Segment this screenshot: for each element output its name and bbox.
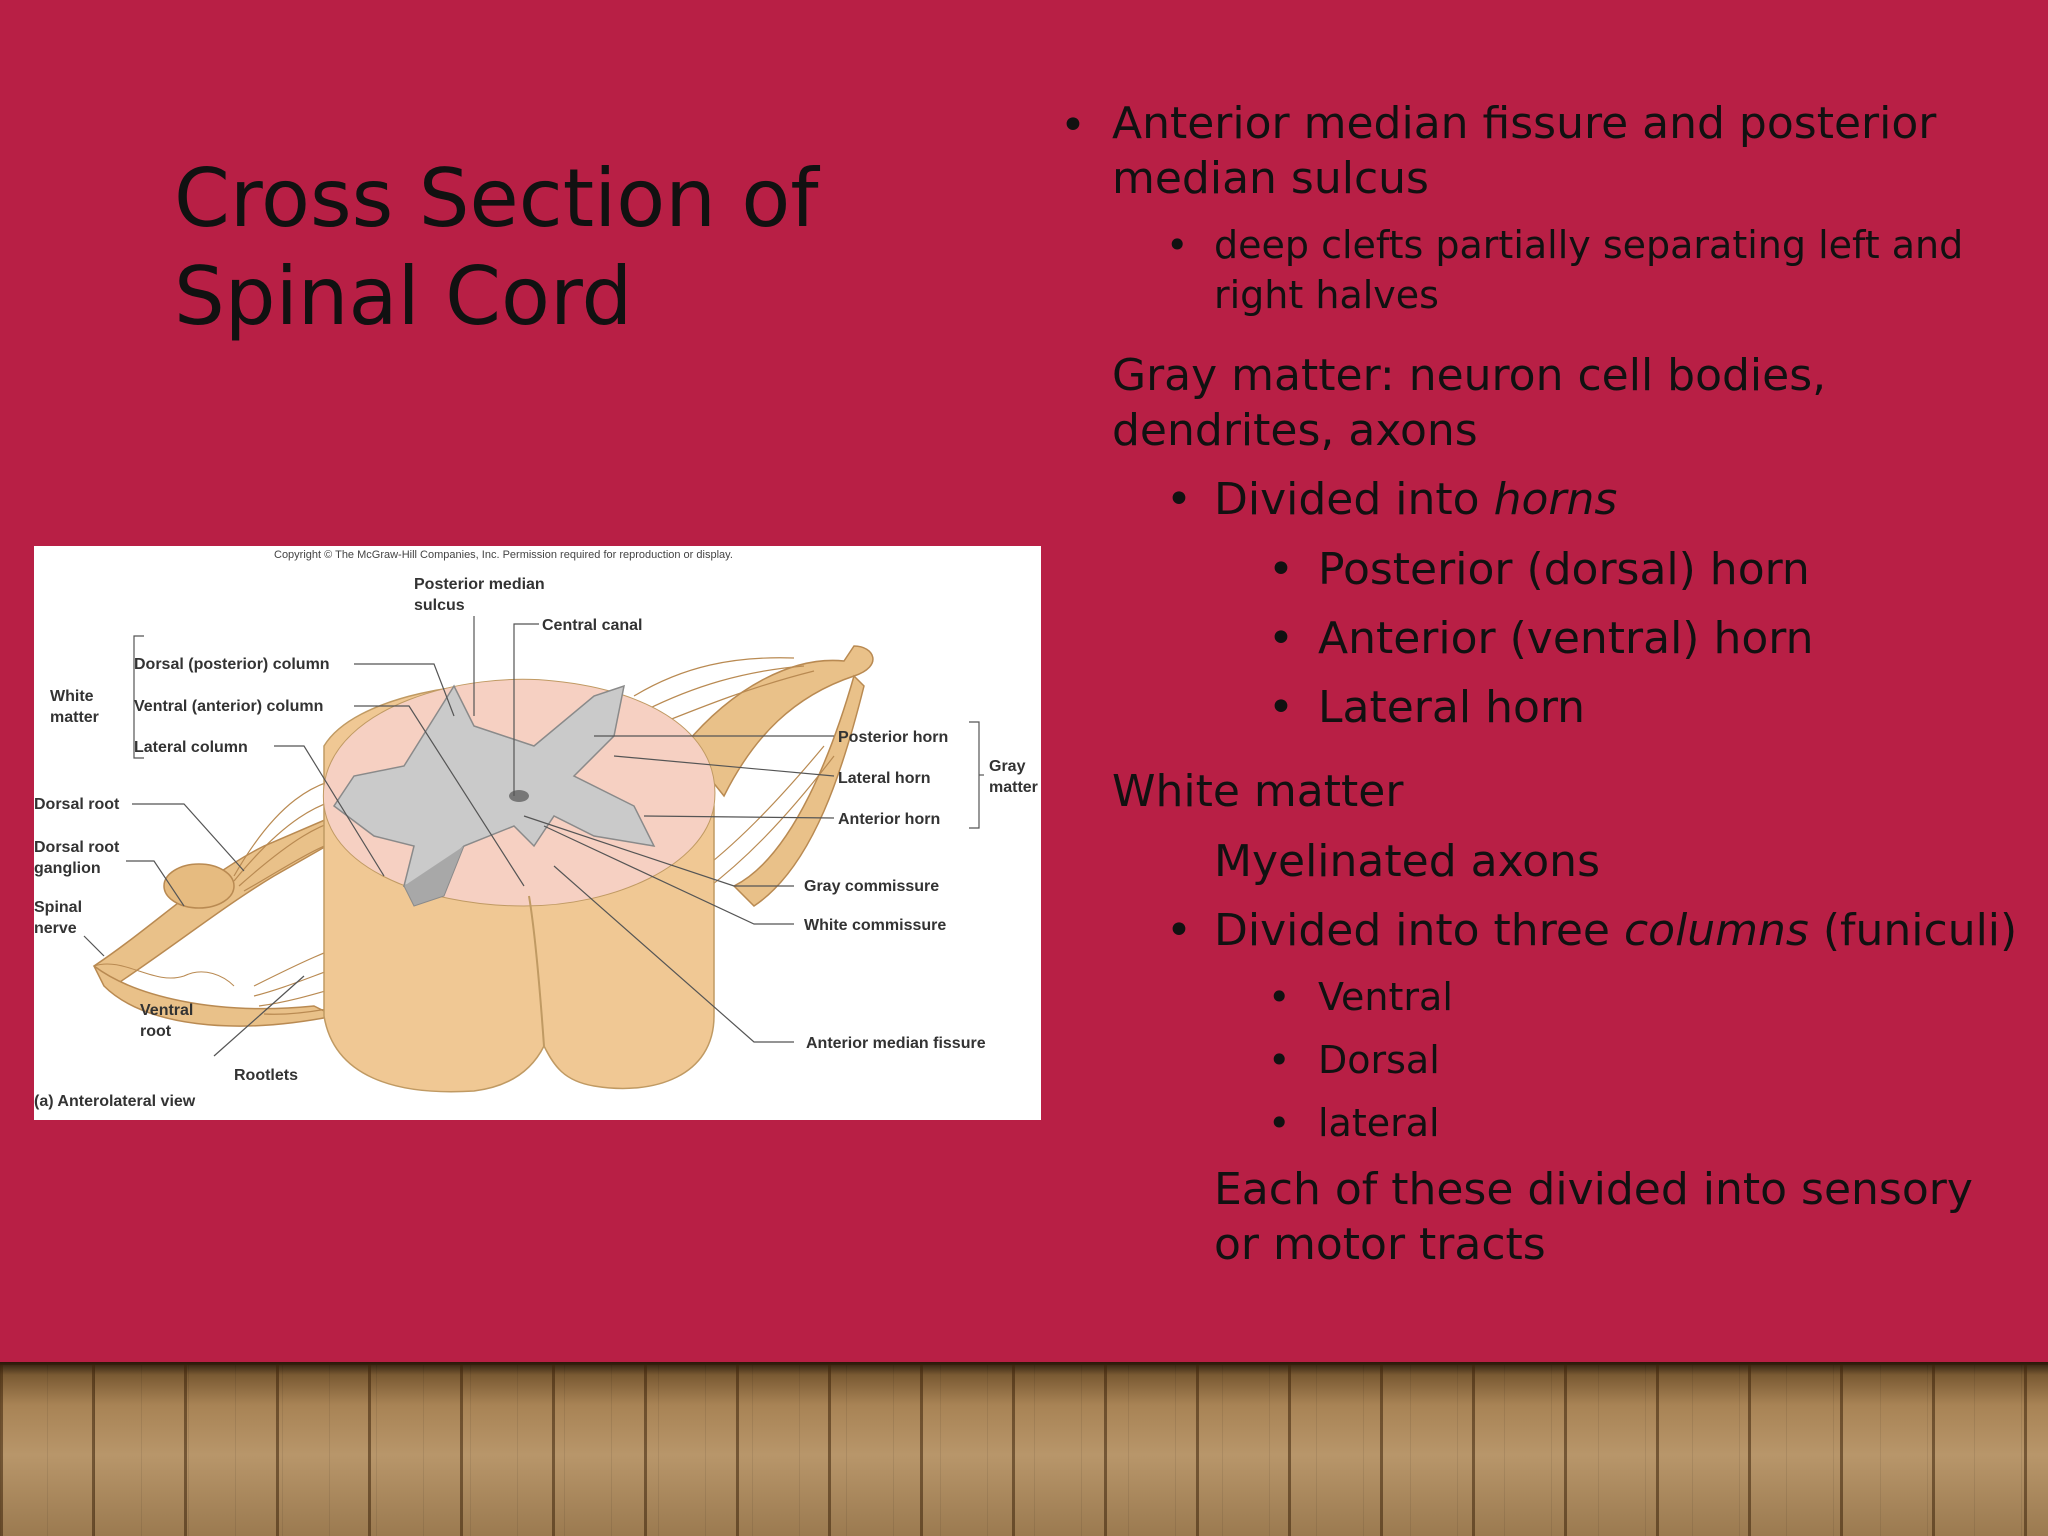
horns-emphasis: horns <box>1493 474 1618 525</box>
label-spinal-nerve-1: Spinal <box>34 899 82 916</box>
label-anterolateral-view: (a) Anterolateral view <box>34 1093 196 1110</box>
label-ventral-column: Ventral (anterior) column <box>134 698 323 715</box>
bullet-glyph: • <box>1166 905 1192 956</box>
columns-emphasis: columns <box>1623 905 1809 956</box>
slide: Cross Section of Spinal Cord Copyright ©… <box>34 98 2034 1270</box>
bullet-glyph: • <box>1268 1101 1291 1145</box>
bullet-glyph: • <box>1268 975 1291 1019</box>
figure-copyright: Copyright © The McGraw-Hill Companies, I… <box>274 549 733 561</box>
spinal-cord-figure: Copyright © The McGraw-Hill Companies, I… <box>34 546 1041 1120</box>
bullet-divided-horns: Divided into horns <box>1214 472 2014 527</box>
bullet-glyph: • <box>1268 613 1294 664</box>
label-white-matter-2: matter <box>50 709 99 726</box>
label-ventral-root-1: Ventral <box>140 1002 193 1019</box>
label-lateral-horn: Lateral horn <box>838 770 930 787</box>
label-posterior-median-sulcus-1: Posterior median <box>414 576 545 593</box>
label-posterior-horn: Posterior horn <box>838 729 948 746</box>
label-lateral-column: Lateral column <box>134 739 248 756</box>
divided-three-text: Divided into three <box>1214 905 1624 956</box>
bullet-white-matter: White matter <box>1112 766 1404 817</box>
bullet-glyph: • <box>1060 100 1086 151</box>
label-white-commissure: White commissure <box>804 917 946 934</box>
bullet-anterior-horn: Anterior (ventral) horn <box>1318 613 1814 664</box>
label-dorsal-root: Dorsal root <box>34 796 120 813</box>
bullet-fissure-sulcus: Anterior median fissure and posterior me… <box>1112 98 1937 204</box>
bullet-myelinated-axons: Myelinated axons <box>1214 836 1600 887</box>
bullet-lateral-horn: Lateral horn <box>1318 682 1586 733</box>
bullet-divided-columns: Divided into three columns (funiculi) <box>1214 903 2034 958</box>
label-dorsal-column: Dorsal (posterior) column <box>134 656 330 673</box>
bullet-glyph: • <box>1268 1038 1291 1082</box>
label-anterior-horn: Anterior horn <box>838 811 940 828</box>
slide-title: Cross Section of Spinal Cord <box>174 152 819 343</box>
wood-floor-decoration <box>0 1365 2048 1536</box>
bullet-ventral: Ventral <box>1318 975 1453 1019</box>
bullet-glyph: • <box>1166 223 1189 267</box>
label-gray-commissure: Gray commissure <box>804 878 939 895</box>
label-posterior-median-sulcus-2: sulcus <box>414 597 465 614</box>
label-gray-matter-2: matter <box>989 779 1038 796</box>
label-spinal-nerve-2: nerve <box>34 920 77 937</box>
label-dorsal-root-ganglion-2: ganglion <box>34 860 101 877</box>
spinal-cord-diagram: Copyright © The McGraw-Hill Companies, I… <box>34 546 1041 1120</box>
bullet-deep-clefts: deep clefts partially separating left an… <box>1214 223 1964 317</box>
label-ventral-root-2: root <box>140 1023 172 1040</box>
funiculi-text: (funiculi) <box>1808 905 2018 956</box>
bullet-sensory-motor-tracts: Each of these divided into sensory or mo… <box>1214 1164 1973 1270</box>
bullet-glyph: • <box>1268 544 1294 595</box>
bullet-posterior-horn: Posterior (dorsal) horn <box>1318 544 1810 595</box>
bullet-lateral: lateral <box>1318 1101 1440 1145</box>
bullet-glyph: • <box>1166 474 1192 525</box>
label-rootlets: Rootlets <box>234 1067 298 1084</box>
label-white-matter-1: White <box>50 688 94 705</box>
bullet-dorsal: Dorsal <box>1318 1038 1440 1082</box>
label-anterior-median-fissure: Anterior median fissure <box>806 1035 986 1052</box>
label-central-canal: Central canal <box>542 617 642 634</box>
label-gray-matter-1: Gray <box>989 758 1026 775</box>
label-dorsal-root-ganglion-1: Dorsal root <box>34 839 120 856</box>
bullet-glyph: • <box>1268 682 1294 733</box>
divided-into-text: Divided into <box>1214 474 1494 525</box>
bullet-gray-matter: Gray matter: neuron cell bodies, dendrit… <box>1112 350 1827 456</box>
